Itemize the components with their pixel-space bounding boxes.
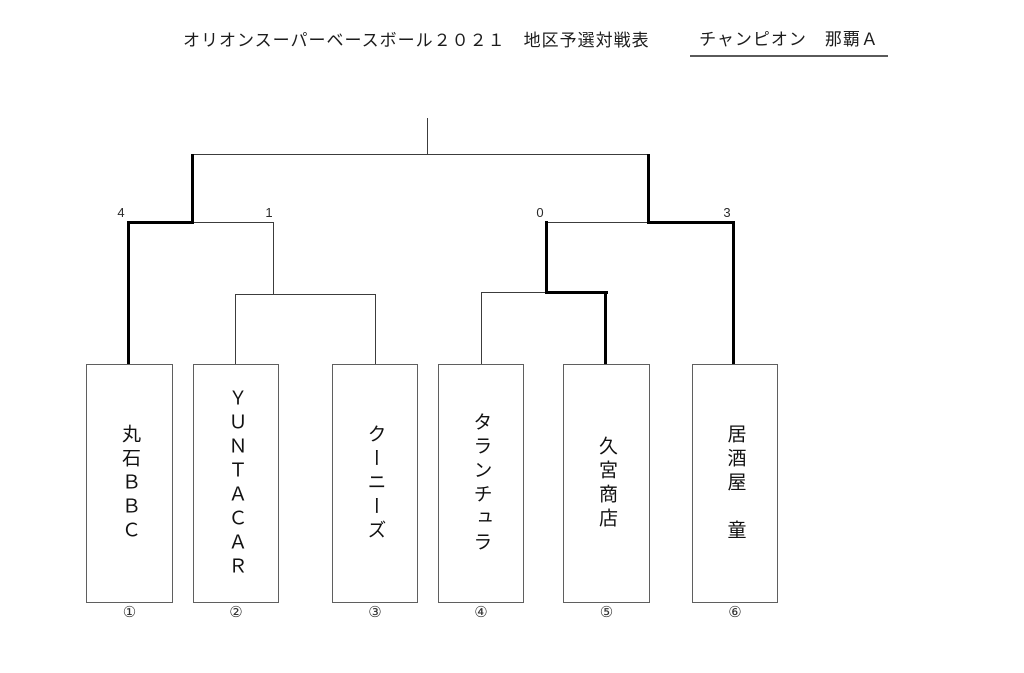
sf-right-horizontal-bold [647, 221, 735, 224]
team-name-3: クーニーズ [364, 423, 386, 544]
team2-riser [235, 294, 236, 364]
score-sf-right-team6: 3 [723, 205, 731, 220]
score-sf-left-qf-winner: 1 [265, 205, 273, 220]
team-name-5: 久宮商店 [596, 435, 617, 532]
sf-right-horizontal [547, 222, 648, 223]
team-box-1: 丸石ＢＢＣ [86, 364, 173, 603]
champion-banner: チャンピオン 那覇Ａ [690, 25, 888, 57]
team-box-5: 久宮商店 [563, 364, 650, 603]
team-seed-1: ① [122, 604, 137, 621]
team-name-4: タランチュラ [470, 411, 492, 556]
qf-left-horizontal [235, 294, 376, 295]
champion-stub-line [427, 118, 428, 155]
team-seed-4: ④ [474, 604, 488, 621]
qf-left-junction-vertical [273, 222, 274, 294]
team5-riser-bold [604, 291, 607, 364]
sf-left-winner-vertical [191, 154, 194, 224]
team-box-4: タランチュラ [438, 364, 524, 603]
sf-left-horizontal-bold [127, 221, 194, 224]
team-seed-5: ⑤ [599, 604, 614, 621]
sf-left-horizontal [194, 222, 274, 223]
final-horizontal-line [192, 154, 649, 155]
score-sf-right-qf-winner: 0 [536, 205, 544, 220]
team-name-6: 居酒屋 童 [724, 423, 746, 544]
team-name-1: 丸石ＢＢＣ [119, 423, 140, 544]
qf-right-horizontal [481, 292, 547, 293]
team-seed-2: ② [229, 604, 243, 621]
qf-right-junction-vertical-bold [545, 221, 548, 294]
tournament-title: オリオンスーパーベースボール２０２１ 地区予選対戦表 [183, 31, 650, 50]
team4-riser [481, 292, 482, 364]
team-seed-3: ③ [368, 604, 382, 621]
team-box-6: 居酒屋 童 [692, 364, 778, 603]
team6-riser-bold [732, 221, 735, 364]
qf-right-horizontal-bold [545, 291, 608, 294]
champion-text: チャンピオン 那覇Ａ [699, 30, 879, 49]
team-seed-6: ⑥ [728, 604, 742, 621]
team-name-2: ＹＵＮＴＡＣＡＲ [225, 387, 247, 580]
team-box-2: ＹＵＮＴＡＣＡＲ [193, 364, 279, 603]
team3-riser [375, 294, 376, 364]
team-box-3: クーニーズ [332, 364, 418, 603]
score-sf-left-team1: 4 [117, 205, 125, 220]
sf-right-winner-vertical [647, 154, 650, 224]
team1-riser-bold [127, 221, 130, 365]
